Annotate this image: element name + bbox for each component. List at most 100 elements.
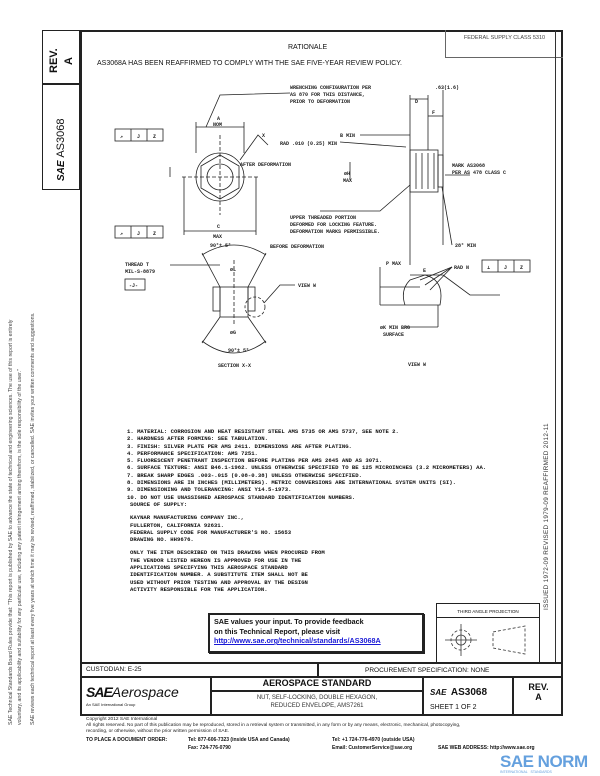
side-view-nut — [320, 90, 500, 296]
side-docnum-box: SAE AS3068 — [42, 84, 80, 190]
label-upper-threaded-3: DEFORMATION MARKS PERMISSIBLE. — [290, 229, 380, 235]
label-k-min-2: SURFACE — [383, 332, 404, 338]
label-d: D — [415, 99, 418, 105]
label-x: X — [262, 133, 265, 139]
label-28-min: 28° MIN — [455, 243, 476, 249]
label-k-min-1: øK MIN BRG — [380, 325, 410, 331]
source-title: SOURCE OF SUPPLY: — [130, 501, 188, 508]
sheet-number: SHEET 1 OF 2 — [430, 704, 477, 711]
fcf-right-symbol: ⊥ — [487, 265, 490, 271]
logo-aerospace: Aerospace — [111, 684, 179, 700]
tel-intl: Tel: +1 724-776-4970 (outside USA) — [332, 737, 415, 743]
approval-line-2: THE VENDOR LISTED HEREON IS APPROVED FOR… — [130, 556, 302, 564]
approval-line-6: ACTIVITY RESPONSIBLE FOR THE APPLICATION… — [130, 585, 268, 593]
fcf-top-datum-1: J — [137, 134, 140, 140]
tel-na: Tel: 877-606-7323 (inside USA and Canada… — [188, 737, 290, 743]
label-upper-threaded-1: UPPER THREADED PORTION — [290, 215, 356, 221]
label-rad-min: RAD .010 (0.25) MIN — [280, 141, 337, 147]
logo-tagline: An SAE International Group — [86, 702, 136, 707]
disclaimer-line-2: voluntary, and its applicability and sui… — [17, 369, 23, 725]
technical-drawing: A NOM C MAX X WRENCHING CONFIGURATION PE… — [114, 85, 531, 369]
label-b-min: B MIN — [340, 133, 355, 139]
approval-line-1: ONLY THE ITEM DESCRIBED ON THIS DRAWING … — [130, 549, 325, 557]
fcf-mid — [114, 225, 164, 239]
fcf-top-datum-2: Z — [153, 134, 156, 140]
sae-aerospace-logo: SAEAerospace An SAE International Group — [86, 684, 179, 707]
label-mark-1: MARK AS3068 — [452, 163, 485, 169]
source-line-2: FULLERTON, CALIFORNIA 92631. — [130, 521, 224, 529]
source-line-1: KAYNAR MANUFACTURING COMPANY INC., — [130, 514, 245, 522]
rev-value: A — [535, 692, 542, 702]
stamp-divider — [555, 30, 556, 662]
approval-line-4: IDENTIFICATION NUMBER. A SUBSTITUTE ITEM… — [130, 571, 308, 579]
label-c-max-suffix: MAX — [213, 234, 222, 240]
label-g-dia: øG — [230, 330, 236, 336]
datum-j: -J- — [129, 283, 138, 289]
custodian-row: CUSTODIAN: E-25 PROCUREMENT SPECIFICATIO… — [80, 662, 563, 678]
label-rad-n: RAD N — [454, 265, 469, 271]
side-rev-label: REV. — [48, 48, 60, 73]
title-row: SAEAerospace An SAE International Group … — [80, 676, 563, 716]
fcf-right-datum-2: Z — [520, 265, 523, 271]
label-wrenching-1: WRENCHING CONFIGURATION PER — [290, 85, 371, 91]
fcf-mid-datum-2: Z — [153, 231, 156, 237]
label-c-max: C — [217, 224, 220, 230]
label-thread-2: MIL-S-8879 — [125, 269, 155, 275]
source-line-4: DRAWING NO. HH9676. — [130, 536, 194, 544]
fcf-right — [481, 259, 531, 273]
label-view-w-title: VIEW W — [408, 362, 426, 368]
fcf-top-symbol: ↗ — [120, 134, 123, 140]
label-mark-2: PER AS 478 CLASS C — [452, 170, 506, 176]
note-2: 2. HARDNESS AFTER FORMING: SEE TABULATIO… — [127, 435, 268, 443]
label-l-dia: øL — [230, 267, 236, 273]
disclaimer-line-1: SAE Technical Standards Board Rules prov… — [8, 319, 14, 725]
third-angle-projection-box: THIRD ANGLE PROJECTION — [436, 603, 540, 662]
label-before-deformation: BEFORE DEFORMATION — [270, 244, 324, 250]
copyright: Copyright 2012 SAE International — [86, 717, 158, 722]
fcf-mid-datum-1: J — [137, 231, 140, 237]
note-1: 1. MATERIAL: CORROSION AND HEAT RESISTAN… — [127, 428, 399, 435]
rev-label: REV. — [528, 682, 549, 692]
feedback-link[interactable]: http://www.sae.org/technical/standards/A… — [214, 636, 381, 645]
note-6: 6. SURFACE TEXTURE: ANSI B46.1-1962. UNL… — [127, 464, 487, 472]
email: Email: CustomerService@sae.org — [332, 745, 413, 751]
label-a-nom-suffix: NOM — [213, 122, 222, 128]
watermark-sub-2: STANDARDS — [530, 770, 552, 774]
label-063: .63(1.6) — [435, 85, 459, 91]
label-h-max-suffix: MAX — [343, 178, 352, 184]
sae-logo-small: SAE — [56, 160, 67, 181]
source-of-supply: SOURCE OF SUPPLY: KAYNAR MANUFACTURING C… — [130, 501, 325, 593]
source-line-3: FEDERAL SUPPLY CODE FOR MANUFACTURER'S N… — [130, 528, 292, 536]
watermark-text: SAE NORM — [500, 752, 588, 771]
label-wrenching-2: AS 870 FOR THIS DISTANCE, — [290, 92, 365, 98]
note-9: 9. DIMENSIONING AND TOLERANCING: ANSI Y1… — [127, 486, 292, 494]
feedback-line-2: on this Technical Report, please visit — [214, 626, 341, 636]
doc-number: AS3068 — [450, 687, 488, 698]
label-h-max: øH — [344, 171, 350, 177]
rationale-title: RATIONALE — [288, 44, 328, 51]
projection-symbol-icon — [445, 624, 526, 656]
label-view-w-callout: VIEW W — [298, 283, 316, 289]
label-p-max: P MAX — [386, 261, 401, 267]
procurement-spec: PROCUREMENT SPECIFICATION: NONE — [365, 667, 490, 674]
federal-supply-class-box: FEDERAL SUPPLY CLASS 5310 — [445, 30, 563, 58]
federal-supply-class: FEDERAL SUPPLY CLASS 5310 — [463, 35, 546, 41]
note-8: 8. DIMENSIONS ARE IN INCHES (MILLIMETERS… — [127, 479, 456, 487]
side-rev-box: REV. A — [42, 30, 80, 84]
fcf-top — [114, 128, 164, 142]
rights-2: recording, or otherwise, without the pri… — [86, 729, 230, 734]
feedback-box: SAE values your input. To provide feedba… — [208, 613, 424, 653]
footer: Copyright 2012 SAE International All rig… — [86, 717, 460, 735]
logo-sae: SAE — [86, 684, 113, 700]
label-thread-1: THREAD T — [125, 262, 149, 268]
fax: Fax: 724-776-0790 — [188, 745, 231, 751]
side-rev-value: A — [63, 57, 75, 65]
label-wrenching-3: PRIOR TO DEFORMATION — [290, 99, 350, 105]
title-line-2: REDUCED ENVELOPE, AMS7261 — [270, 703, 364, 709]
web-address[interactable]: SAE WEB ADDRESS: http://www.sae.org — [438, 745, 535, 751]
order-label: TO PLACE A DOCUMENT ORDER: — [86, 737, 168, 743]
label-after-deformation: AFTER DEFORMATION — [240, 162, 291, 168]
note-5: 5. FLUORESCENT PENETRANT INSPECTION BEFO… — [127, 457, 383, 465]
standard-type: AEROSPACE STANDARD — [212, 676, 422, 692]
label-section-x: SECTION X-X — [218, 363, 251, 369]
